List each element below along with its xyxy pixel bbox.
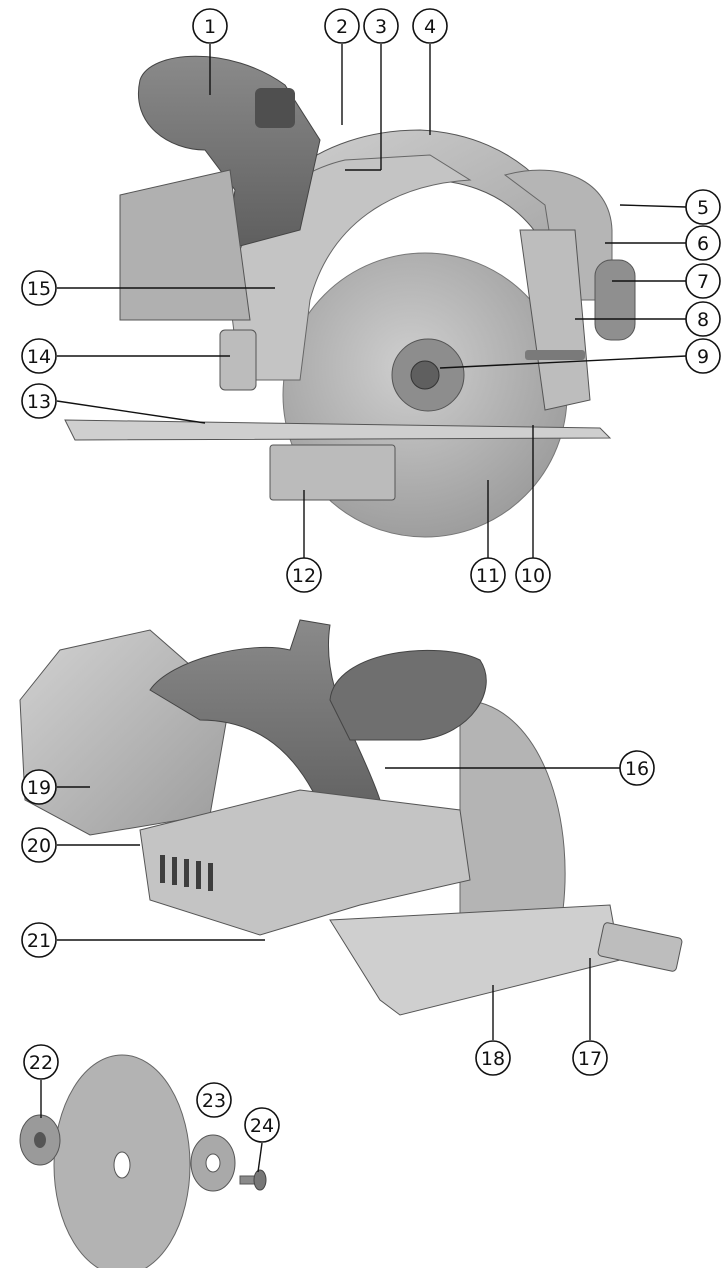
spare-parts	[19, 1054, 267, 1268]
callout-21: 21	[21, 922, 57, 958]
saw-rear-view	[19, 619, 683, 1016]
callout-15: 15	[21, 270, 57, 306]
svg-text:19: 19	[27, 777, 51, 799]
svg-text:10: 10	[521, 565, 545, 587]
leader-lines	[40, 44, 687, 1173]
callout-11: 11	[470, 557, 506, 593]
svg-text:6: 6	[697, 233, 709, 255]
svg-text:23: 23	[202, 1090, 226, 1112]
outer-flange-spare	[190, 1134, 236, 1192]
left-body	[119, 169, 251, 321]
svg-text:24: 24	[250, 1115, 274, 1137]
callout-7: 7	[685, 263, 721, 299]
svg-text:18: 18	[481, 1048, 505, 1070]
blade-bolt	[410, 360, 440, 390]
svg-text:14: 14	[27, 346, 51, 368]
svg-text:4: 4	[424, 16, 436, 38]
saw-front-view	[64, 55, 636, 538]
callout-13: 13	[21, 383, 57, 419]
svg-text:15: 15	[27, 278, 51, 300]
svg-text:11: 11	[476, 565, 500, 587]
callout-20: 20	[21, 827, 57, 863]
svg-text:22: 22	[29, 1052, 53, 1074]
base-plate	[64, 419, 612, 441]
callout-3: 3	[363, 8, 399, 44]
callouts: 1 2 3 4 5 6 7 8 9 10 11 12 13 14 15 16 1…	[21, 8, 721, 1143]
lock-lever	[525, 350, 585, 360]
svg-text:16: 16	[625, 758, 649, 780]
rear-rip-fence	[597, 922, 683, 972]
motor-cap	[594, 259, 636, 341]
saw-blade-spare	[53, 1054, 191, 1268]
trigger-area	[255, 88, 295, 128]
callout-9: 9	[685, 338, 721, 374]
rear-base-plate	[329, 904, 621, 1016]
callout-2: 2	[324, 8, 360, 44]
callout-6: 6	[685, 225, 721, 261]
svg-text:2: 2	[336, 16, 348, 38]
rip-fence	[269, 444, 396, 501]
callout-12: 12	[286, 557, 322, 593]
front-knob	[329, 649, 487, 741]
callout-23: 23	[196, 1082, 232, 1118]
callout-19: 19	[21, 769, 57, 805]
callout-17: 17	[572, 1040, 608, 1076]
svg-text:7: 7	[697, 271, 709, 293]
callout-14: 14	[21, 338, 57, 374]
callout-4: 4	[412, 8, 448, 44]
svg-text:12: 12	[292, 565, 316, 587]
callout-10: 10	[515, 557, 551, 593]
callout-1: 1	[192, 8, 228, 44]
svg-text:20: 20	[27, 835, 51, 857]
callout-24: 24	[244, 1107, 280, 1143]
guard-lever	[219, 329, 257, 391]
callout-22: 22	[23, 1044, 59, 1080]
svg-text:1: 1	[204, 16, 216, 38]
motor-body	[139, 789, 471, 936]
callout-8: 8	[685, 301, 721, 337]
svg-text:8: 8	[697, 309, 709, 331]
blade-rear	[459, 699, 566, 936]
svg-text:17: 17	[578, 1048, 602, 1070]
svg-text:21: 21	[27, 930, 51, 952]
svg-text:9: 9	[697, 346, 709, 368]
svg-text:3: 3	[375, 16, 387, 38]
svg-text:13: 13	[27, 391, 51, 413]
inner-flange	[19, 1114, 61, 1166]
callout-18: 18	[475, 1040, 511, 1076]
callout-16: 16	[619, 750, 655, 786]
callout-5: 5	[685, 189, 721, 225]
blade-screw	[239, 1169, 267, 1191]
svg-text:5: 5	[697, 197, 709, 219]
vent-slots	[160, 855, 213, 891]
